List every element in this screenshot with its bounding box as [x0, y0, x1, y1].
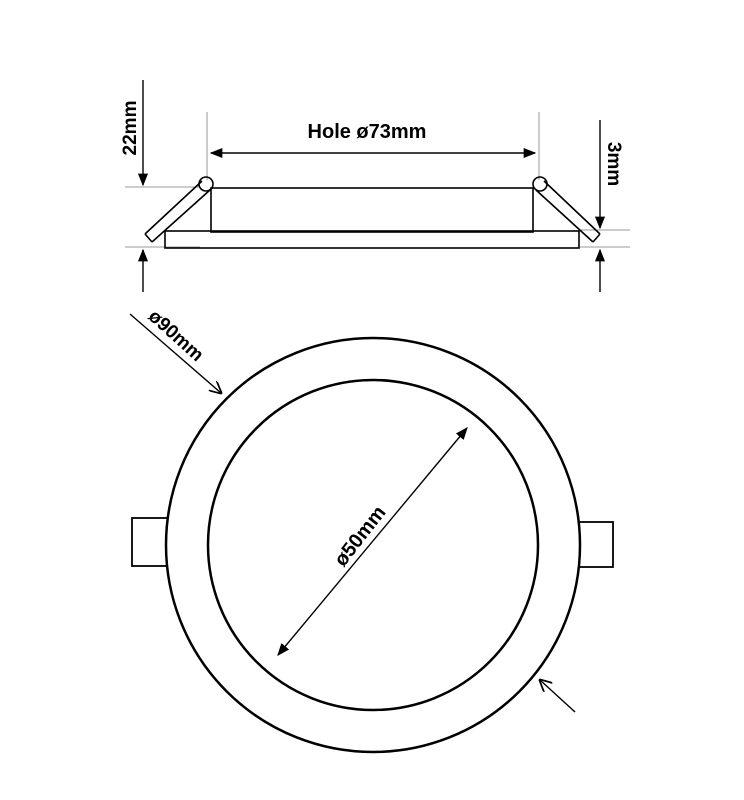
fixture-body [210, 187, 534, 233]
height-label: 22mm [120, 101, 141, 156]
inner-circle [206, 378, 540, 712]
outer-diameter-leader-top [129, 313, 221, 393]
outer-diameter-label: ø90mm [144, 306, 207, 366]
hole-diameter-label: Hole ø73mm [308, 121, 427, 143]
spring-clip-right [532, 176, 601, 243]
side-view: Hole ø73mm 22mm 3mm [120, 80, 630, 292]
fixture-flange [164, 230, 580, 249]
outer-diameter-leader-bottom [540, 680, 576, 713]
thickness-label: 3mm [603, 142, 624, 186]
top-view: ø50mm ø90mm [129, 306, 614, 754]
inner-diameter-arrow [277, 427, 468, 656]
mounting-tab-right [576, 521, 614, 568]
spring-clip-left [144, 176, 214, 243]
mounting-tab-left [131, 517, 169, 567]
